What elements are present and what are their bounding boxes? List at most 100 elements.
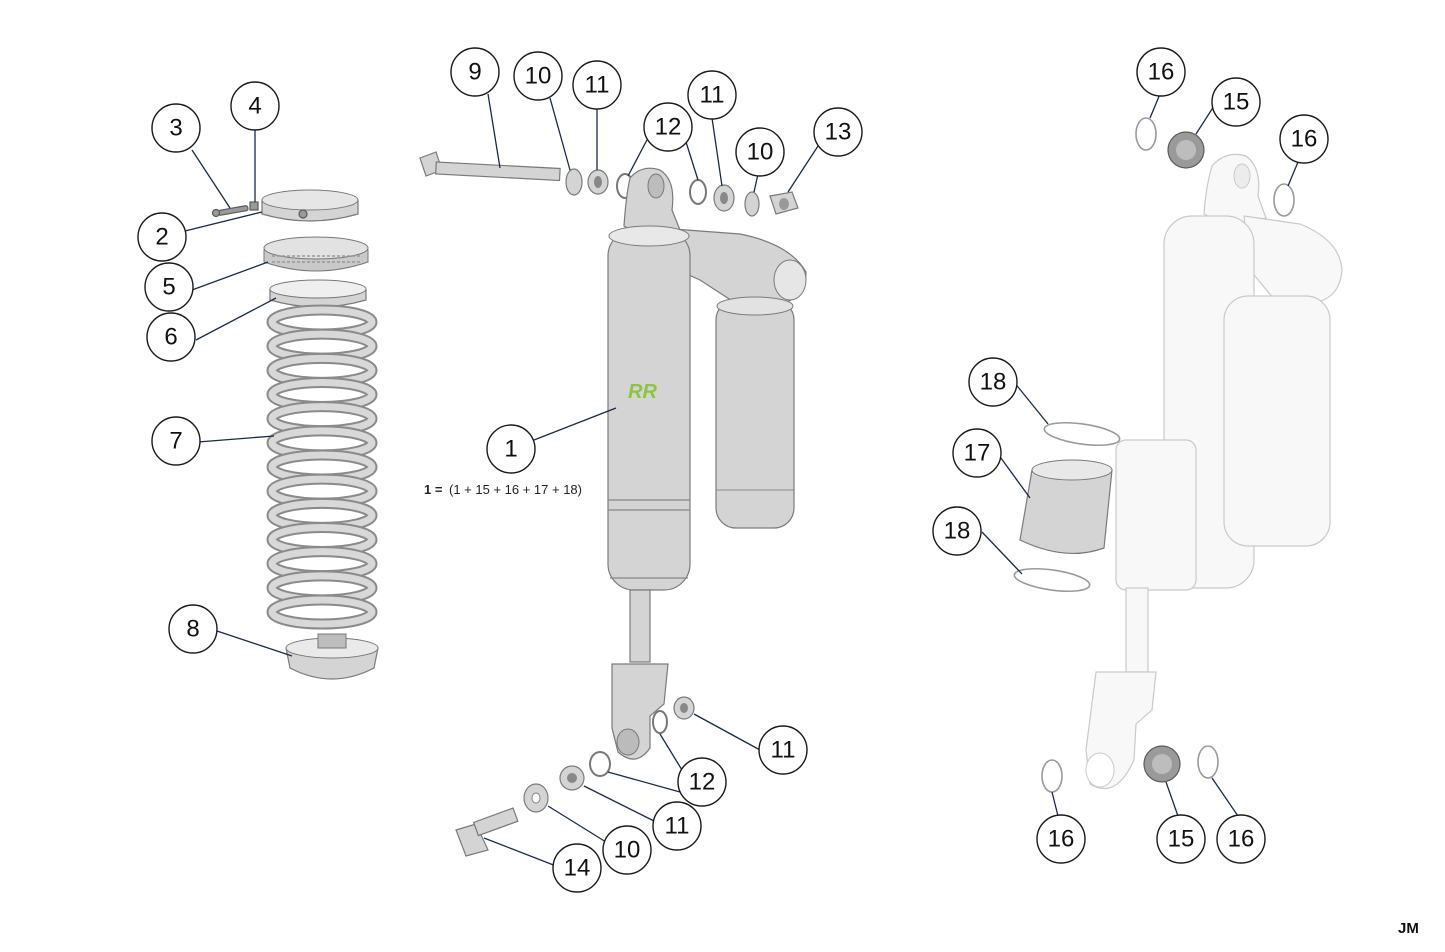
part-17-sleeve [1019, 459, 1113, 555]
leader-lines [184, 93, 1299, 867]
callout-11-top-right: 11 [687, 70, 737, 120]
part-11-bushing-bottom-left [559, 765, 585, 791]
shock-absorber-ghost-view [1013, 117, 1343, 793]
callout-9-label: 9 [468, 59, 481, 86]
top-eyelet [623, 167, 681, 241]
corner-mark: JM [1398, 920, 1419, 937]
callout-16c-label: 16 [1048, 826, 1075, 853]
callout-5-label: 5 [162, 274, 175, 301]
part-15-bearing-top [1167, 131, 1205, 169]
callout-4: 4 [230, 81, 280, 131]
callout-16b-label: 16 [1291, 126, 1318, 153]
part-10-washer-top-right [744, 191, 760, 217]
part-16-seal-top-right [1273, 183, 1295, 217]
callout-17: 17 [952, 428, 1002, 478]
part-11-bushing-bottom-right [673, 696, 695, 720]
callout-14-label: 14 [564, 855, 591, 882]
logo-text: RR [628, 381, 657, 403]
part-18-circlip-top [1043, 421, 1121, 447]
reservoir-canister [715, 299, 795, 529]
part-3-screw [211, 205, 249, 218]
brand-logo: RR [628, 381, 657, 403]
callout-17-label: 17 [964, 440, 991, 467]
callout-11b-label: 11 [700, 82, 725, 109]
callout-12b-label: 12 [689, 769, 716, 796]
callout-6-label: 6 [164, 324, 177, 351]
callout-10-top-left: 10 [513, 51, 563, 101]
piston-rod [629, 589, 651, 663]
callout-16-bottom-left: 16 [1036, 814, 1086, 864]
part-15-bearing-bottom [1143, 745, 1181, 783]
callout-16-bottom-right: 16 [1216, 814, 1266, 864]
part-8-lower-spring-seat [285, 633, 379, 680]
callout-2: 2 [137, 212, 187, 262]
callout-11a-label: 11 [585, 72, 610, 99]
callout-2-label: 2 [155, 224, 168, 251]
callout-14: 14 [552, 843, 602, 893]
callout-13-label: 13 [825, 119, 852, 146]
callout-5: 5 [144, 262, 194, 312]
part-11-bushing-top-left [587, 169, 609, 195]
callout-16-top-left: 16 [1136, 47, 1186, 97]
callout-16d-label: 16 [1228, 826, 1255, 853]
part-7-coil-spring [266, 304, 378, 630]
callout-11d-label: 11 [665, 813, 690, 840]
part-16-seal-bottom-right [1197, 745, 1219, 779]
callout-15-top: 15 [1211, 77, 1261, 127]
callout-12a-label: 12 [655, 114, 682, 141]
callout-10c-label: 10 [614, 837, 641, 864]
callout-12-top: 12 [643, 102, 693, 152]
callout-15-bottom: 15 [1156, 814, 1206, 864]
main-cylinder [607, 229, 691, 591]
callout-8-label: 8 [186, 616, 199, 643]
callout-1-label: 1 [504, 436, 517, 463]
callout-10-top-right: 10 [735, 127, 785, 177]
assembly-formula: 1 = (1 + 15 + 16 + 17 + 18) [424, 482, 582, 497]
callout-3-label: 3 [169, 115, 182, 142]
callouts: 1 2 3 4 5 6 7 8 9 10 11 12 11 10 13 11 1… [137, 47, 1329, 893]
part-6-spring-seat [269, 279, 367, 308]
callout-7: 7 [151, 416, 201, 466]
part-13-nut [769, 191, 799, 215]
callout-10-bottom: 10 [602, 825, 652, 875]
callout-4-label: 4 [248, 93, 261, 120]
part-18-circlip-bottom [1013, 567, 1091, 593]
callout-6: 6 [146, 312, 196, 362]
callout-8: 8 [168, 604, 218, 654]
part-11-bushing-top-right [713, 184, 735, 212]
part-2-adjuster-nut [261, 189, 359, 222]
part-12-circlip-bottom-right [652, 710, 668, 734]
callout-18b-label: 18 [944, 518, 971, 545]
formula-lead: 1 = [424, 482, 443, 497]
spring-assembly [211, 189, 379, 680]
part-10-washer-bottom [523, 783, 549, 813]
part-4-nut [249, 201, 259, 211]
callout-16a-label: 16 [1148, 59, 1175, 86]
callout-18-bottom: 18 [932, 506, 982, 556]
callout-3: 3 [151, 103, 201, 153]
callout-12-bottom: 12 [677, 757, 727, 807]
callout-13: 13 [813, 107, 863, 157]
part-16-seal-top-left [1135, 117, 1157, 151]
callout-11-bottom-left: 11 [652, 801, 702, 851]
part-14-bolt [455, 807, 519, 857]
callout-7-label: 7 [169, 428, 182, 455]
part-5-threaded-collar [263, 236, 369, 272]
callout-18-top: 18 [968, 357, 1018, 407]
callout-1: 1 [486, 424, 536, 474]
callout-11c-label: 11 [771, 737, 796, 764]
callout-11-bottom-right: 11 [758, 725, 808, 775]
part-12-circlip-bottom-left [589, 751, 611, 777]
callout-10a-label: 10 [525, 63, 552, 90]
callout-11-top-left: 11 [572, 60, 622, 110]
callout-15a-label: 15 [1223, 89, 1250, 116]
callout-9: 9 [450, 47, 500, 97]
part-9-bolt [419, 151, 561, 182]
callout-16-top-right: 16 [1279, 114, 1329, 164]
part-10-washer-top-left [565, 168, 583, 196]
callout-10b-label: 10 [747, 139, 774, 166]
callout-18a-label: 18 [980, 369, 1007, 396]
shock-absorber-main: RR [419, 151, 807, 857]
part-16-seal-bottom-left [1041, 759, 1063, 793]
